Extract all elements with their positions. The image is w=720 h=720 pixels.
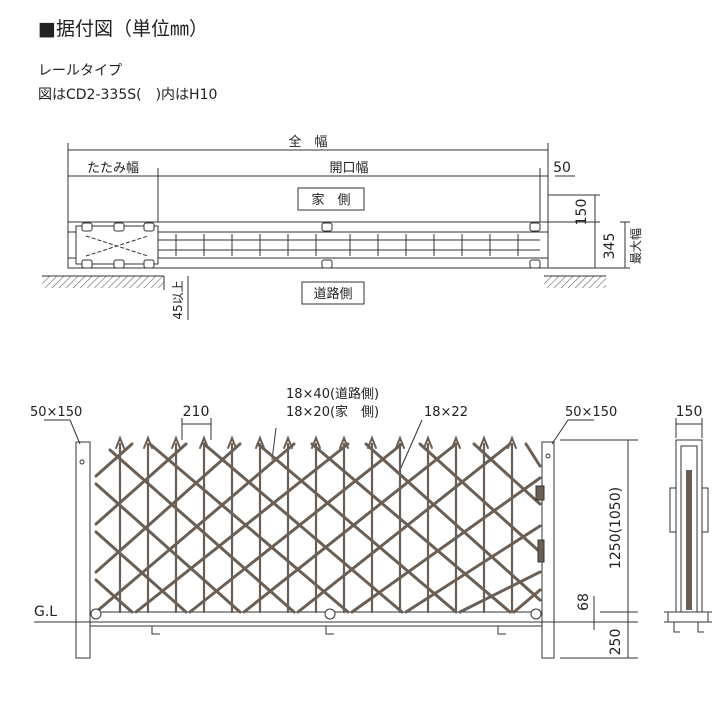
- plan-view: [42, 143, 630, 320]
- side-view: [664, 418, 712, 633]
- full-width-label: 全 幅: [288, 134, 327, 150]
- ground-level-label: G.L: [34, 604, 57, 620]
- type-label: レールタイプ: [38, 63, 122, 79]
- bar-house-label: 18×20(家 側): [286, 404, 379, 420]
- dim-345-label: 345: [602, 233, 618, 260]
- dim-68-label: 68: [576, 593, 592, 611]
- height-label: 1250(1050): [608, 487, 624, 569]
- elevation-hardware: [79, 453, 551, 635]
- bar-road-label: 18×40(道路側): [286, 386, 379, 402]
- side-width-label: 150: [676, 404, 703, 420]
- page-title: ■据付図（単位㎜）: [38, 18, 208, 40]
- elevation-view: [34, 418, 638, 659]
- model-label: 図はCD2-335S( )内はH10: [38, 87, 218, 103]
- house-side-label: 家 側: [311, 192, 350, 208]
- max-width-label: 最大幅: [628, 228, 643, 264]
- bar-main-label: 18×22: [424, 405, 468, 420]
- post-left-label: 50×150: [30, 405, 82, 420]
- pitch-label: 210: [183, 404, 210, 420]
- min-45-label: 45以上: [171, 280, 185, 319]
- gate-lattice: [94, 435, 542, 614]
- folded-width-label: たたみ幅: [87, 161, 139, 176]
- dim-250-label: 250: [608, 629, 624, 656]
- dim-50-label: 50: [553, 160, 571, 176]
- dim-150-label: 150: [574, 199, 590, 226]
- post-right-label: 50×150: [565, 405, 617, 420]
- road-side-label: 道路側: [313, 286, 352, 302]
- opening-width-label: 開口幅: [329, 161, 368, 176]
